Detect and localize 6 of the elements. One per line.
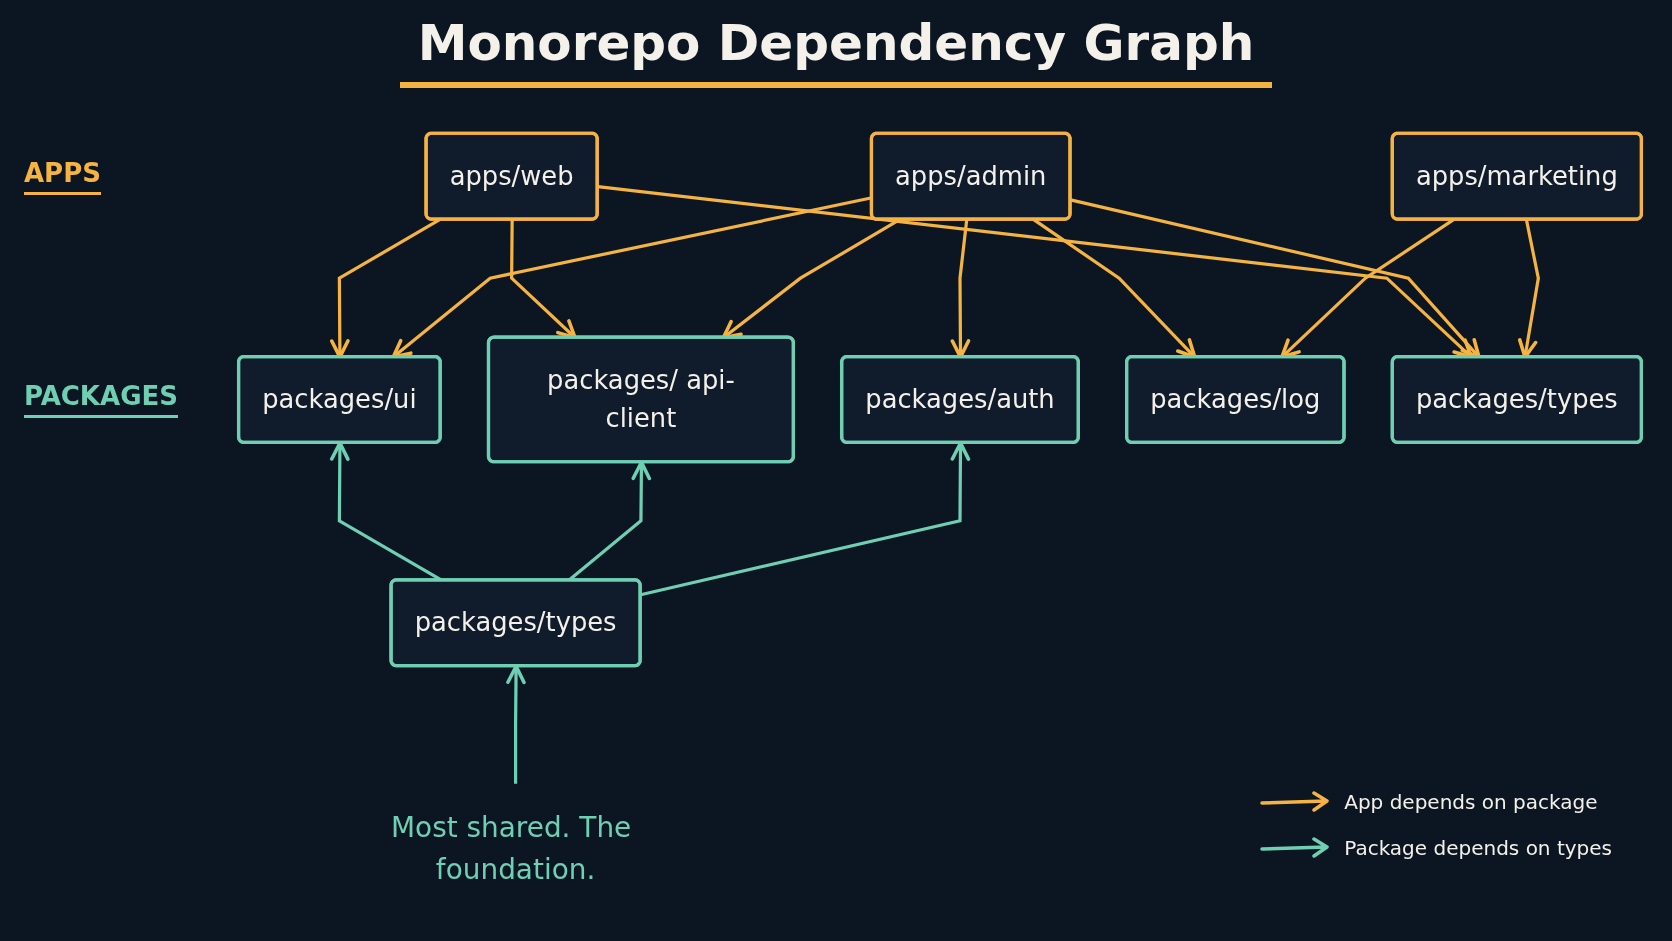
section-label: APPS xyxy=(24,158,101,195)
title: Monorepo Dependency Graph xyxy=(399,14,1273,88)
node-text: Most shared. The foundation. xyxy=(391,811,632,886)
section-label: PACKAGES xyxy=(24,381,178,418)
legend-text: Package depends on types xyxy=(1344,836,1612,860)
legend-text: App depends on package xyxy=(1344,790,1598,814)
